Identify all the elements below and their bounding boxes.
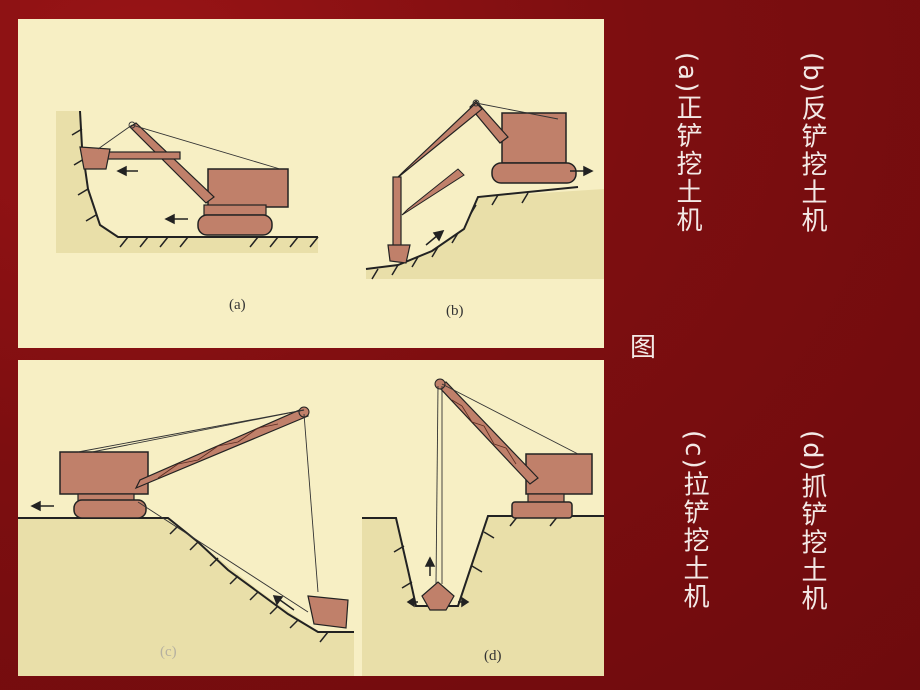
caption-front-shovel: (a)正铲挖土机	[672, 52, 702, 235]
ground-line-a	[79, 110, 318, 238]
boom-tip-d	[434, 378, 446, 390]
wheels-d	[511, 501, 573, 519]
arrows-b	[425, 165, 594, 246]
brace-b	[401, 168, 465, 216]
figure-cd: (c)	[18, 378, 604, 676]
bucket-b	[387, 244, 411, 264]
crawler-b	[491, 162, 577, 184]
arrows-d	[406, 556, 470, 608]
boom-a	[129, 122, 215, 204]
cab-d	[525, 453, 593, 495]
turntable-a	[203, 204, 267, 216]
ground-hatch-c	[169, 525, 329, 643]
figure-label-c: (c)	[160, 644, 177, 660]
figure-word: 图	[630, 333, 657, 363]
earth-d	[362, 516, 604, 676]
clamshell-illustration	[362, 378, 604, 676]
earth-b	[366, 189, 604, 279]
stick-a	[99, 151, 181, 160]
front-shovel-illustration	[56, 110, 319, 253]
caption-dragline: (c)拉铲挖土机	[679, 430, 709, 611]
arrows-c	[30, 500, 295, 611]
cab-b	[501, 112, 567, 164]
cab-a	[207, 168, 289, 208]
figure-label-b: (b)	[446, 303, 464, 319]
clamshell-bucket-d	[421, 581, 455, 611]
ground-line-c	[18, 517, 354, 633]
stick-b	[392, 176, 402, 248]
bucket-c	[307, 595, 349, 629]
boom-b	[395, 102, 483, 180]
boom-d-lattice	[451, 399, 517, 465]
cables-d	[435, 383, 579, 585]
figure-label-d: (d)	[484, 648, 502, 664]
caption-clamshell: (d)抓铲挖土机	[797, 430, 827, 613]
cables-c	[77, 409, 319, 613]
backhoe-illustration	[365, 99, 604, 280]
ground-line-b	[365, 186, 579, 270]
crawler-c	[73, 499, 147, 519]
crawler-a	[197, 214, 273, 236]
cables-b	[472, 99, 559, 120]
illustration-panel-top: (a) (b)	[18, 19, 604, 348]
cables-a	[97, 121, 281, 170]
ground-hatch-b	[371, 192, 529, 280]
arrows-a	[116, 165, 188, 225]
dragline-illustration	[18, 406, 354, 676]
corner-shade	[0, 0, 20, 190]
boom-c-lattice	[157, 423, 279, 479]
ground-hatch-d	[393, 515, 559, 589]
illustration-panel-bottom: (c)	[18, 360, 604, 676]
boom-c	[134, 407, 309, 490]
figure-label-a: (a)	[229, 297, 246, 313]
figure-ab: (a) (b)	[56, 99, 604, 319]
caption-backhoe: (b)反铲挖土机	[797, 52, 827, 235]
earth-bank-a	[56, 111, 318, 253]
bucket-a	[79, 146, 111, 170]
cab-c	[59, 451, 149, 495]
earth-c	[18, 518, 354, 676]
